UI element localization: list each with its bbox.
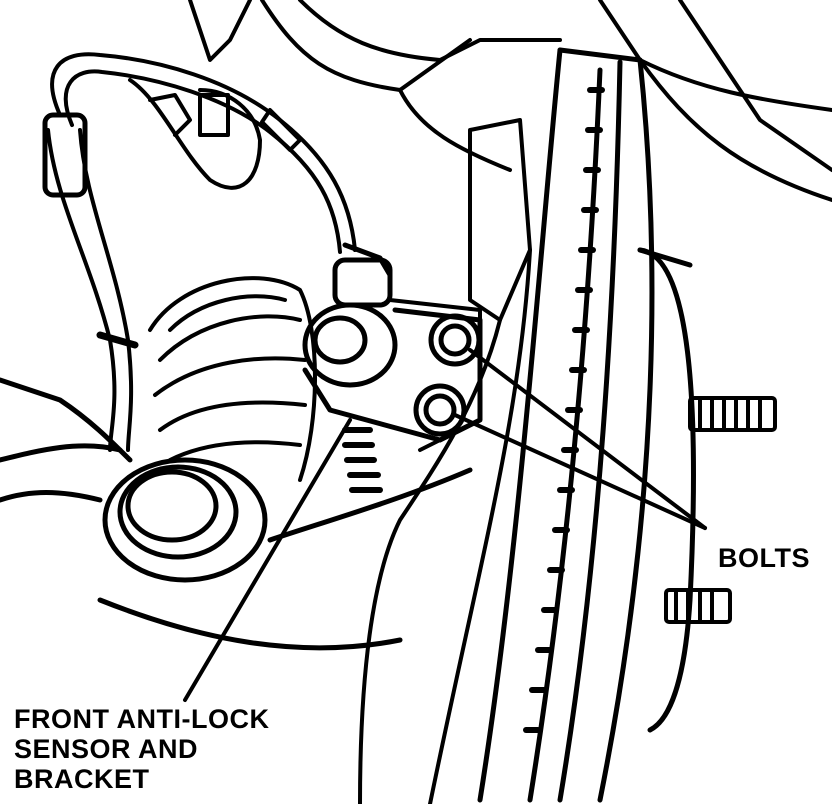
bolts-label: BOLTS <box>718 543 810 573</box>
wheel-stud-lower <box>664 588 732 624</box>
bolts-leader-lines <box>453 348 707 530</box>
anti-lock-sensor <box>302 242 398 388</box>
ball-joint-boot <box>148 276 317 482</box>
cable-clip <box>128 78 302 190</box>
wheel-hub <box>637 247 696 733</box>
sensor-label-line-2: SENSOR AND <box>14 734 199 764</box>
rotor-vents <box>523 87 605 733</box>
lower-control-arm <box>0 377 473 651</box>
steering-knuckle <box>358 118 532 804</box>
sensor-leader-line <box>183 418 352 702</box>
sensor-tone-ring <box>342 427 383 493</box>
bracket-bolt-upper <box>428 313 482 367</box>
sensor-bracket-label: FRONT ANTI-LOCK SENSOR AND BRACKET <box>14 704 269 794</box>
upper-frame <box>188 0 832 202</box>
wheel-stud-upper <box>688 396 777 432</box>
sensor-cable <box>42 52 357 452</box>
sensor-label-line-1: FRONT ANTI-LOCK <box>14 704 270 734</box>
sensor-label-line-3: BRACKET <box>14 764 150 794</box>
control-arm-bushing <box>102 457 268 583</box>
bracket-bolt-lower <box>413 383 467 437</box>
